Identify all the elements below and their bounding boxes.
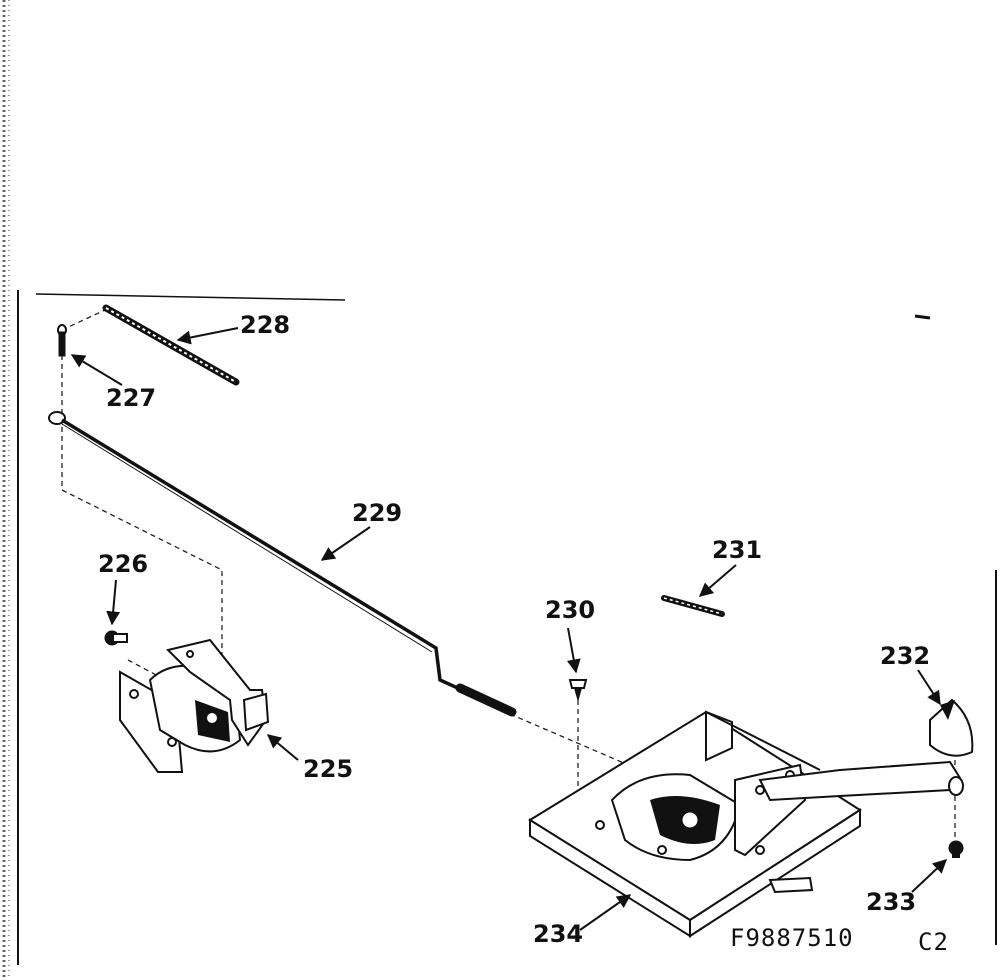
label-229: 229 <box>352 499 402 527</box>
part-225-switch <box>119 638 270 773</box>
figure-code: F9887510 <box>730 924 854 952</box>
label-233: 233 <box>866 888 916 916</box>
part-229-rod <box>48 411 517 717</box>
part-234-base-plate <box>528 710 964 938</box>
label-226: 226 <box>98 550 148 578</box>
part-226-screw <box>104 630 128 646</box>
part-228-spring <box>102 304 240 386</box>
figure-sheet: C2 <box>918 928 949 956</box>
label-228: 228 <box>240 311 290 339</box>
part-232-knob <box>929 698 974 757</box>
label-234: 234 <box>533 920 583 948</box>
label-232: 232 <box>880 642 930 670</box>
leader-arrows <box>70 327 948 931</box>
part-233-screw <box>948 840 964 858</box>
part-230-screw <box>568 679 588 702</box>
label-231: 231 <box>712 536 762 564</box>
part-231-clip <box>661 595 725 617</box>
assembly-guide-lines <box>61 309 956 840</box>
label-225: 225 <box>303 755 353 783</box>
label-230: 230 <box>545 596 595 624</box>
part-227-pin <box>57 324 67 357</box>
label-227: 227 <box>106 384 156 412</box>
